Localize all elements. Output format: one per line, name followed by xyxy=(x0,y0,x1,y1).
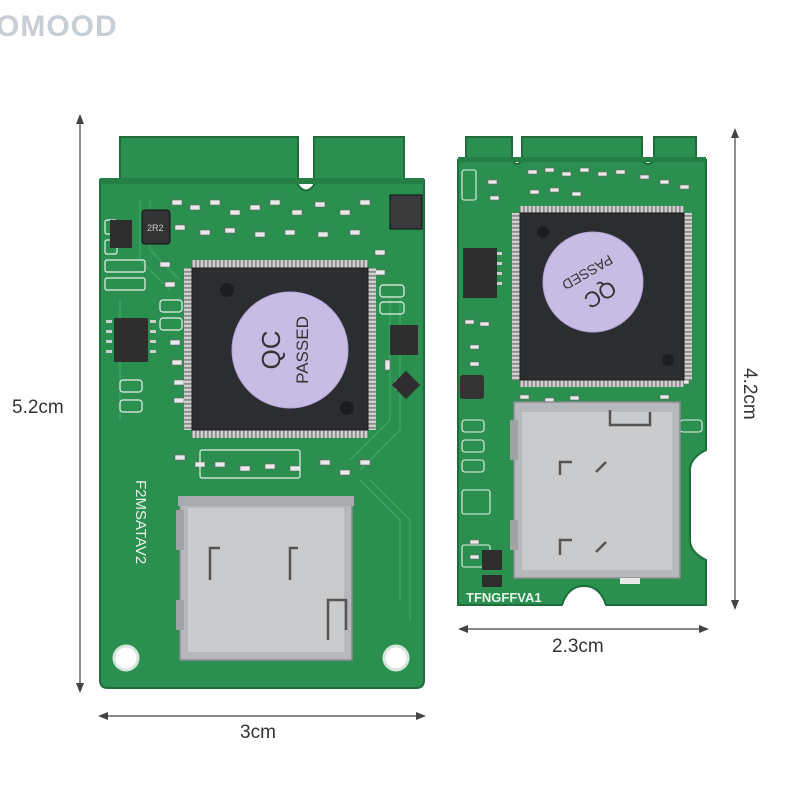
right-width-label: 2.3cm xyxy=(552,636,604,657)
left-width-label: 3cm xyxy=(240,722,276,743)
left-width-dimension xyxy=(98,712,426,720)
right-height-dimension xyxy=(731,128,739,610)
qc-passed-sticker xyxy=(231,291,349,409)
left-height-dimension xyxy=(76,114,84,693)
sticker-qc-text: QC xyxy=(256,331,286,370)
ngff-adapter-board: QC PASSED TFNGFFVA1 xyxy=(457,136,707,606)
msata-adapter-board: 2R2 QC PASSED xyxy=(99,136,425,689)
brand-watermark: OMOOD xyxy=(0,10,118,43)
ngff-model-silkscreen: TFNGFFVA1 xyxy=(466,590,542,605)
right-height-label: 4.2cm xyxy=(739,368,760,420)
left-height-label: 5.2cm xyxy=(12,397,64,418)
sticker-passed-text: PASSED xyxy=(293,316,312,384)
svg-text:2R2: 2R2 xyxy=(147,223,164,233)
msata-model-silkscreen: F2MSATAV2 xyxy=(132,480,149,564)
qc-passed-sticker xyxy=(542,231,644,333)
right-width-dimension xyxy=(458,625,709,633)
